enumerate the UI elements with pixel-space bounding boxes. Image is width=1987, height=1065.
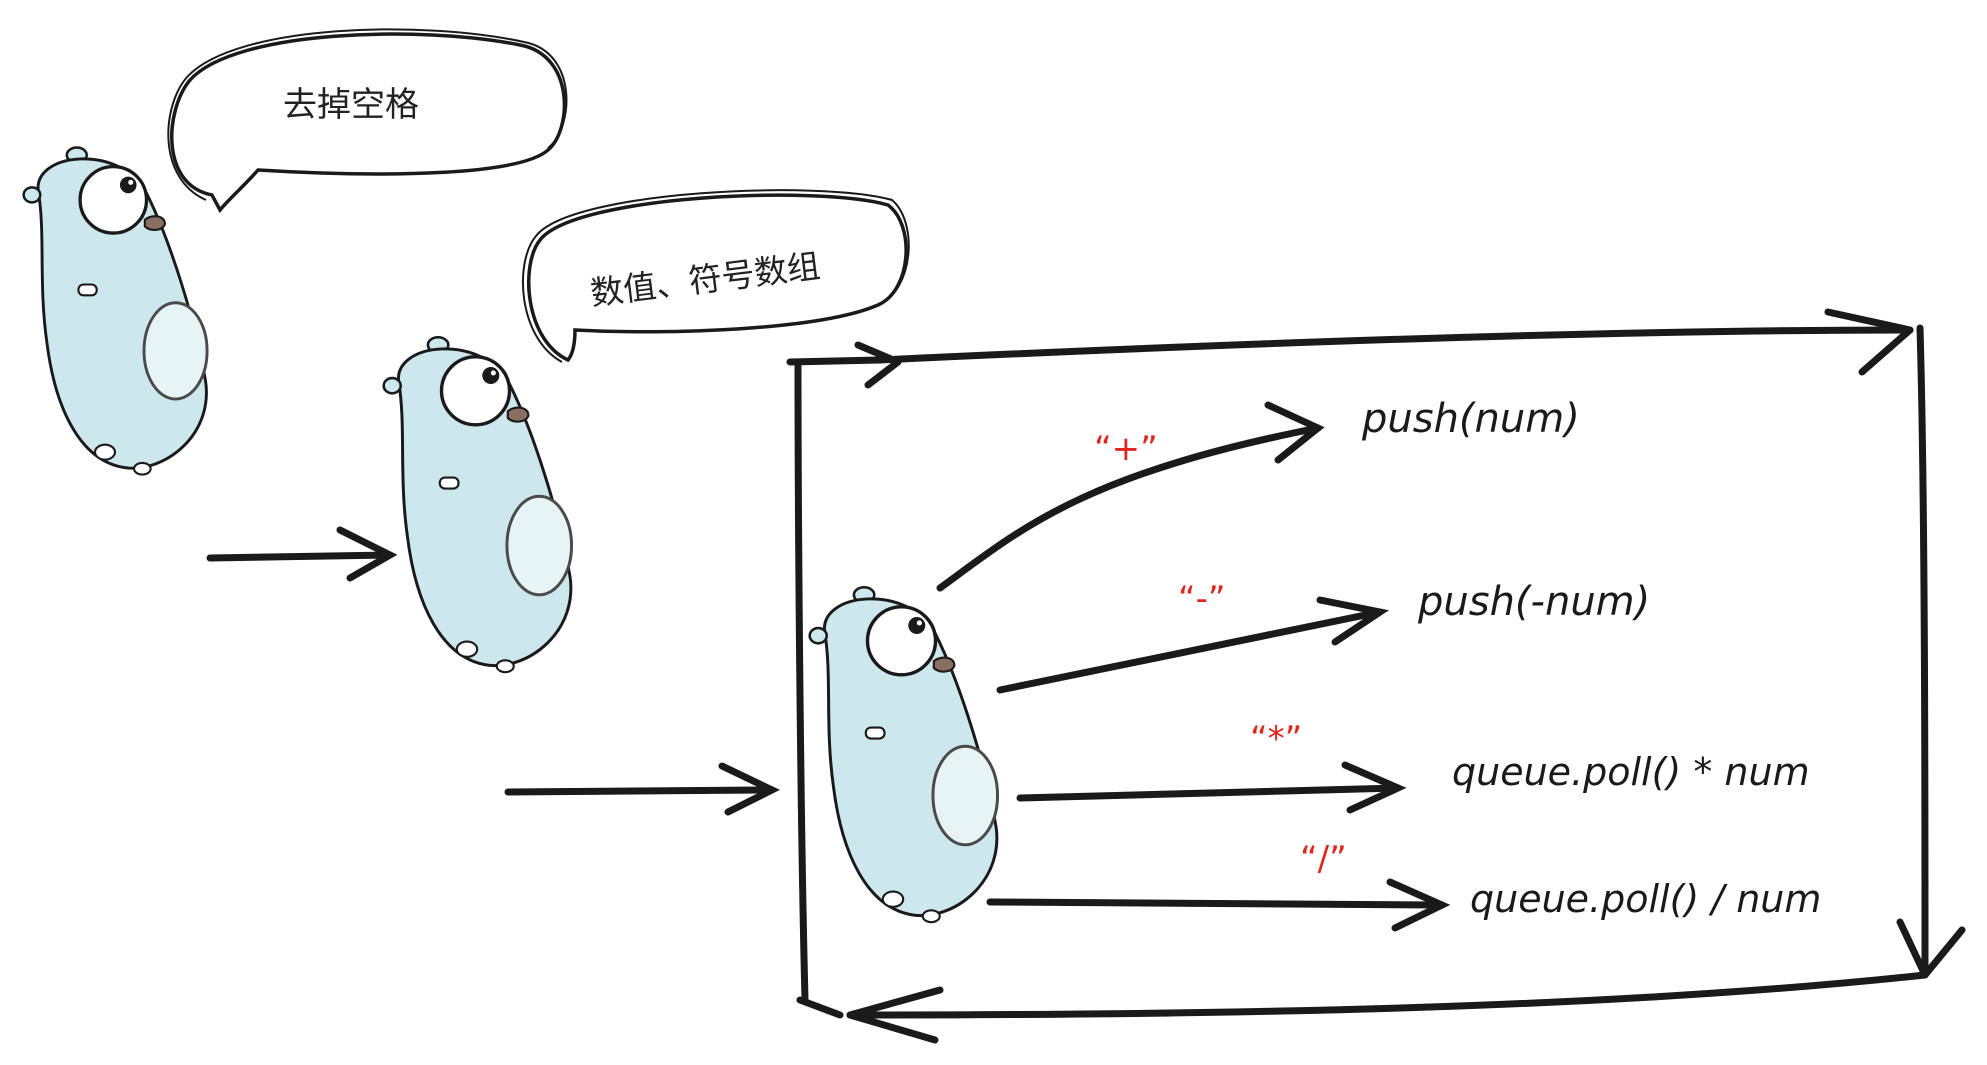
result-divide-text: queue.poll() / num (1470, 877, 1821, 921)
loop-frame (786, 308, 1966, 1044)
gopher-3 (808, 585, 1000, 924)
gopher-2 (382, 335, 574, 674)
op-plus-label: “+” (1094, 429, 1158, 469)
operation-arrows (936, 401, 1451, 932)
op-divide-label: “/” (1300, 839, 1347, 879)
arrow-2 (504, 762, 780, 816)
speech-bubble-2: 数值、符号数组 (521, 189, 910, 363)
speech-bubble-1: 去掉空格 (167, 28, 568, 214)
gopher-1 (21, 145, 209, 477)
result-plus-text: push(num) (1361, 396, 1580, 442)
operator-labels: “+” “-” “*” “/” (1094, 429, 1347, 879)
op-minus-label: “-” (1178, 579, 1226, 619)
result-labels: push(num) push(-num) queue.poll() * num … (1361, 396, 1821, 921)
result-minus-text: push(-num) (1417, 579, 1650, 625)
op-multiply-label: “*” (1250, 719, 1302, 759)
result-multiply-text: queue.poll() * num (1452, 750, 1810, 794)
bubble-1-text: 去掉空格 (283, 85, 419, 125)
arrow-1 (206, 526, 398, 582)
